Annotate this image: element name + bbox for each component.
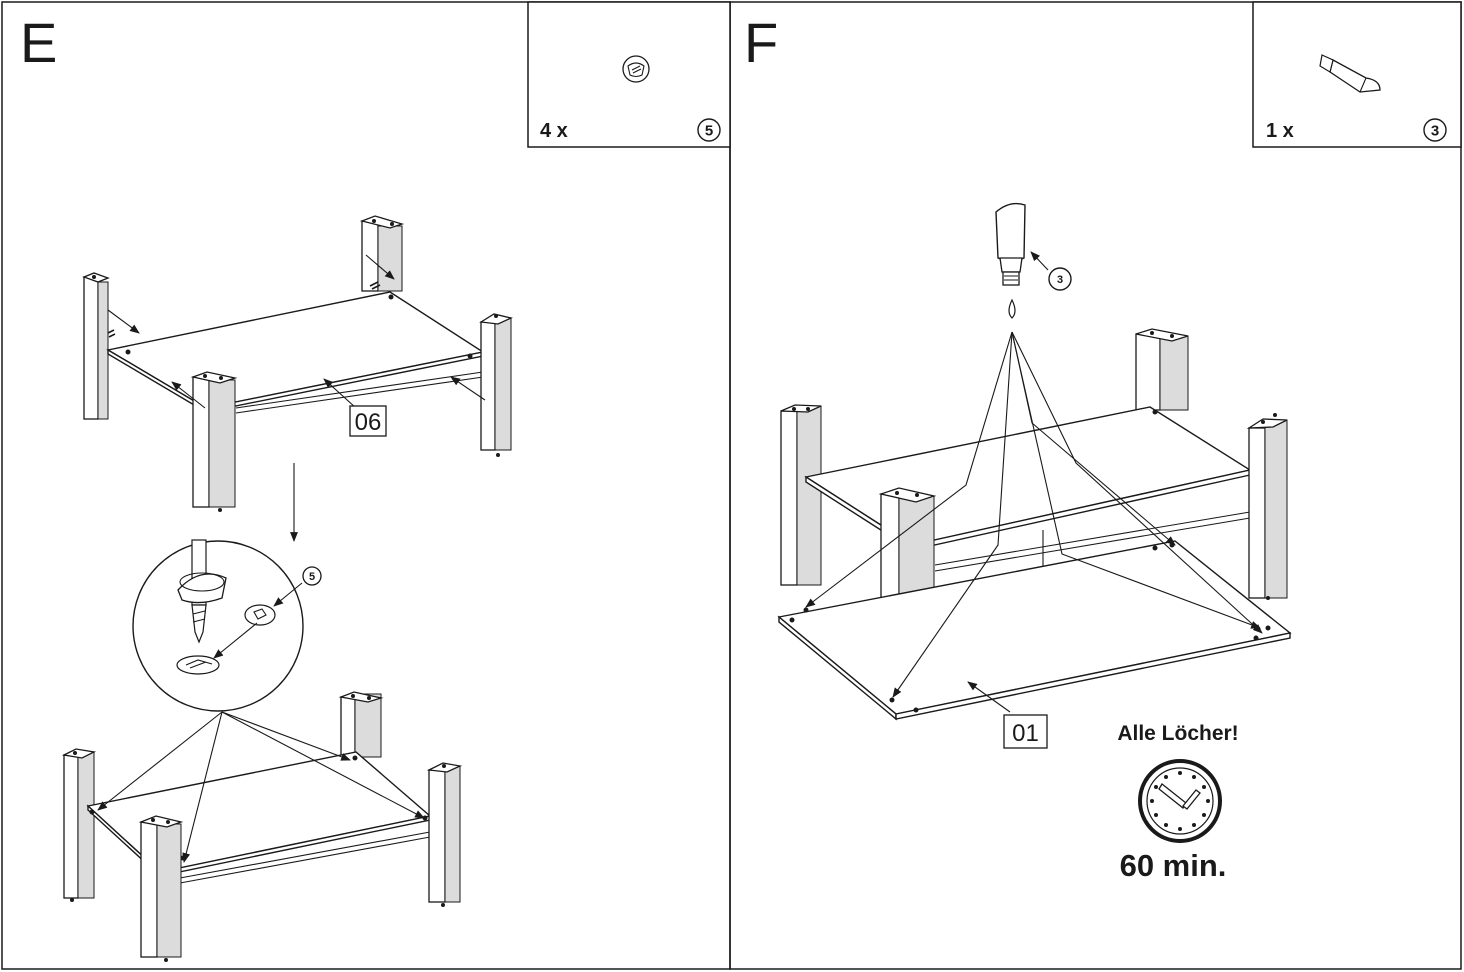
leg-front-right-e bbox=[479, 313, 513, 457]
glue-arrows-f bbox=[805, 331, 1263, 698]
panel-f-frame bbox=[729, 1, 1462, 970]
panel-f: F 1 x 3 3 bbox=[744, 1, 1462, 883]
part-label-06: 06 bbox=[355, 409, 382, 436]
detail-callout-number-e: 5 bbox=[309, 571, 315, 583]
leg-back-right-e bbox=[359, 215, 405, 292]
wait-time: 60 min. bbox=[1120, 848, 1227, 883]
screwdriver-icon bbox=[177, 539, 227, 644]
detail-circle-e: 5 bbox=[132, 539, 322, 712]
panel-e: E 4 x 5 bbox=[20, 1, 731, 962]
hardware-part-number-e: 5 bbox=[705, 123, 713, 140]
hardware-box-f: 1 x 3 bbox=[1252, 1, 1462, 148]
leg-front-left-e bbox=[190, 371, 238, 512]
leg-back-left-f bbox=[780, 404, 822, 586]
board-01: 01 bbox=[777, 540, 1292, 749]
detail-arrows-e bbox=[97, 711, 425, 863]
step-label-f: F bbox=[744, 11, 778, 74]
clock-icon bbox=[1138, 759, 1222, 843]
part-label-01: 01 bbox=[1012, 720, 1039, 747]
hardware-quantity-f: 1 x bbox=[1266, 120, 1294, 142]
leg-front-right-f bbox=[1246, 413, 1288, 600]
glue-callout-number: 3 bbox=[1057, 274, 1063, 286]
lower-assembly-e bbox=[61, 691, 463, 962]
hardware-quantity-e: 4 x bbox=[540, 120, 568, 142]
leg-back-right-f bbox=[1135, 328, 1189, 411]
leg-back-left-lower-e bbox=[61, 748, 97, 902]
hardware-part-number-f: 3 bbox=[1431, 123, 1439, 140]
step-label-e: E bbox=[20, 11, 57, 74]
glue-tube-large: 3 bbox=[995, 202, 1072, 319]
leg-front-left-lower-e bbox=[138, 815, 184, 962]
leg-back-right-lower-e bbox=[338, 691, 384, 758]
glue-tube-icon bbox=[1319, 54, 1381, 93]
hardware-box-e: 4 x 5 bbox=[527, 1, 731, 148]
note-all-holes: Alle Löcher! bbox=[1117, 722, 1238, 745]
upper-assembly-e: 06 bbox=[82, 215, 513, 512]
leg-back-left-e bbox=[82, 272, 110, 420]
cam-lock-icon bbox=[622, 55, 650, 83]
leg-front-right-lower-e bbox=[426, 762, 463, 907]
